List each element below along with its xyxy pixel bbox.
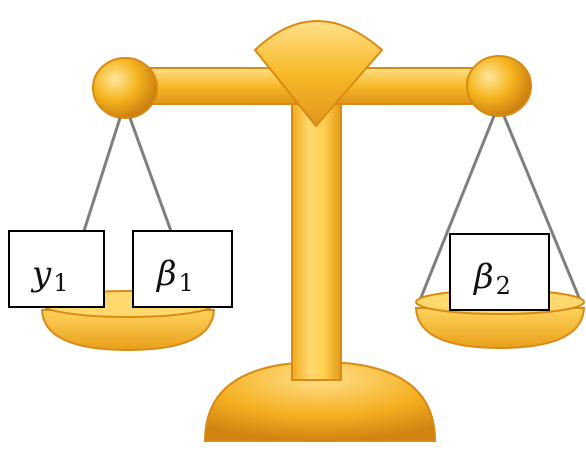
right-arm-knob <box>466 55 532 117</box>
box-y1-subscript: 1 <box>53 269 68 297</box>
box-beta1: β1 <box>132 230 233 308</box>
right-string-b <box>502 115 582 301</box>
svg-text:y1: y1 <box>30 254 69 297</box>
right-string-a <box>418 115 496 301</box>
scale-pillar <box>291 94 342 381</box>
box-beta2: β2 <box>449 233 550 311</box>
box-beta1-symbol: β <box>155 254 177 294</box>
box-beta2-symbol: β <box>472 257 494 297</box>
box-beta1-subscript: 1 <box>179 269 194 297</box>
left-arm-knob <box>92 57 158 119</box>
box-beta2-subscript: 2 <box>496 272 511 300</box>
scale-crown <box>253 20 384 128</box>
box-y1: y1 <box>8 230 105 308</box>
svg-text:β1: β1 <box>155 254 194 297</box>
box-y1-symbol: y <box>30 254 52 294</box>
svg-text:β2: β2 <box>472 257 511 300</box>
